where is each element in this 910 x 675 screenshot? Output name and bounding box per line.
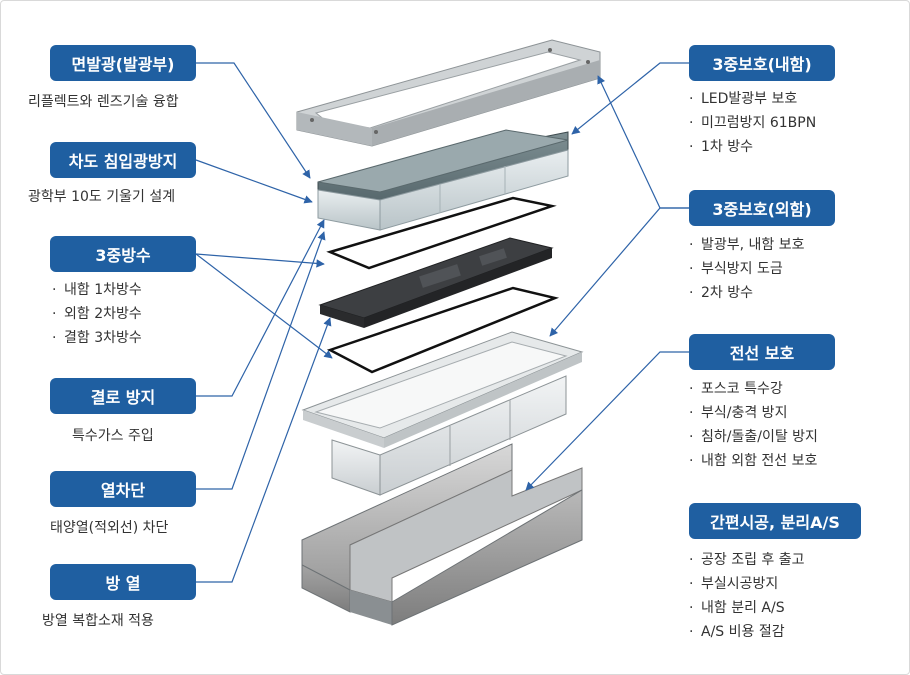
list-item: 부식/충격 방지 (689, 401, 818, 425)
condensation-label: 결로 방지 (50, 378, 196, 414)
face-emit-label: 면발광(발광부) (50, 45, 196, 81)
wire-protect-list: 포스코 특수강 부식/충격 방지 침하/돌출/이탈 방지 내함 외함 전선 보호 (689, 377, 818, 473)
leader-lines-left (195, 62, 333, 583)
metal-channel-part (301, 443, 583, 626)
gasket-upper-part (326, 196, 557, 270)
list-item: 내함 1차방수 (52, 278, 142, 302)
leader-lines-right (525, 62, 689, 491)
list-item: A/S 비용 절감 (689, 620, 805, 644)
heat-block-desc: 태양열(적외선) 차단 (50, 520, 169, 536)
inner-protect-label: 3중보호(내함) (689, 45, 835, 81)
glare-block-desc: 광학부 10도 기울기 설계 (28, 189, 176, 205)
list-item: 침하/돌출/이탈 방지 (689, 425, 818, 449)
list-item: 외함 2차방수 (52, 302, 142, 326)
translucent-outer-box-part (301, 331, 584, 496)
top-frame-part (296, 39, 601, 147)
wire-protect-label: 전선 보호 (689, 334, 835, 370)
list-item: LED발광부 보호 (689, 87, 816, 111)
list-item: 발광부, 내함 보호 (689, 233, 805, 257)
heat-block-label: 열차단 (50, 471, 196, 507)
heat-dissipation-label: 방 열 (50, 564, 196, 600)
inner-protect-list: LED발광부 보호 미끄럼방지 61BPN 1차 방수 (689, 87, 816, 159)
black-inner-plate-part (318, 237, 554, 328)
list-item: 공장 조립 후 출고 (689, 548, 805, 572)
list-item: 부식방지 도금 (689, 257, 805, 281)
face-emit-desc: 리플렉트와 렌즈기술 융합 (28, 94, 179, 110)
glare-block-label: 차도 침입광방지 (50, 142, 196, 178)
outer-protect-label: 3중보호(외함) (689, 190, 835, 226)
list-item: 내함 외함 전선 보호 (689, 449, 818, 473)
triple-waterproof-list: 내함 1차방수 외함 2차방수 결함 3차방수 (52, 278, 142, 350)
list-item: 포스코 특수강 (689, 377, 818, 401)
gasket-lower-part (326, 286, 560, 374)
list-item: 부실시공방지 (689, 572, 805, 596)
easy-install-list: 공장 조립 후 출고 부실시공방지 내함 분리 A/S A/S 비용 절감 (689, 548, 805, 644)
led-lens-module-part (317, 129, 569, 231)
outer-protect-list: 발광부, 내함 보호 부식방지 도금 2차 방수 (689, 233, 805, 305)
list-item: 2차 방수 (689, 281, 805, 305)
list-item: 내함 분리 A/S (689, 596, 805, 620)
triple-waterproof-label: 3중방수 (50, 236, 196, 272)
condensation-desc: 특수가스 주입 (72, 428, 154, 444)
list-item: 결함 3차방수 (52, 326, 142, 350)
list-item: 1차 방수 (689, 135, 816, 159)
easy-install-label: 간편시공, 분리A/S (689, 503, 861, 539)
heat-dissipation-desc: 방열 복합소재 적용 (42, 613, 154, 629)
list-item: 미끄럼방지 61BPN (689, 111, 816, 135)
